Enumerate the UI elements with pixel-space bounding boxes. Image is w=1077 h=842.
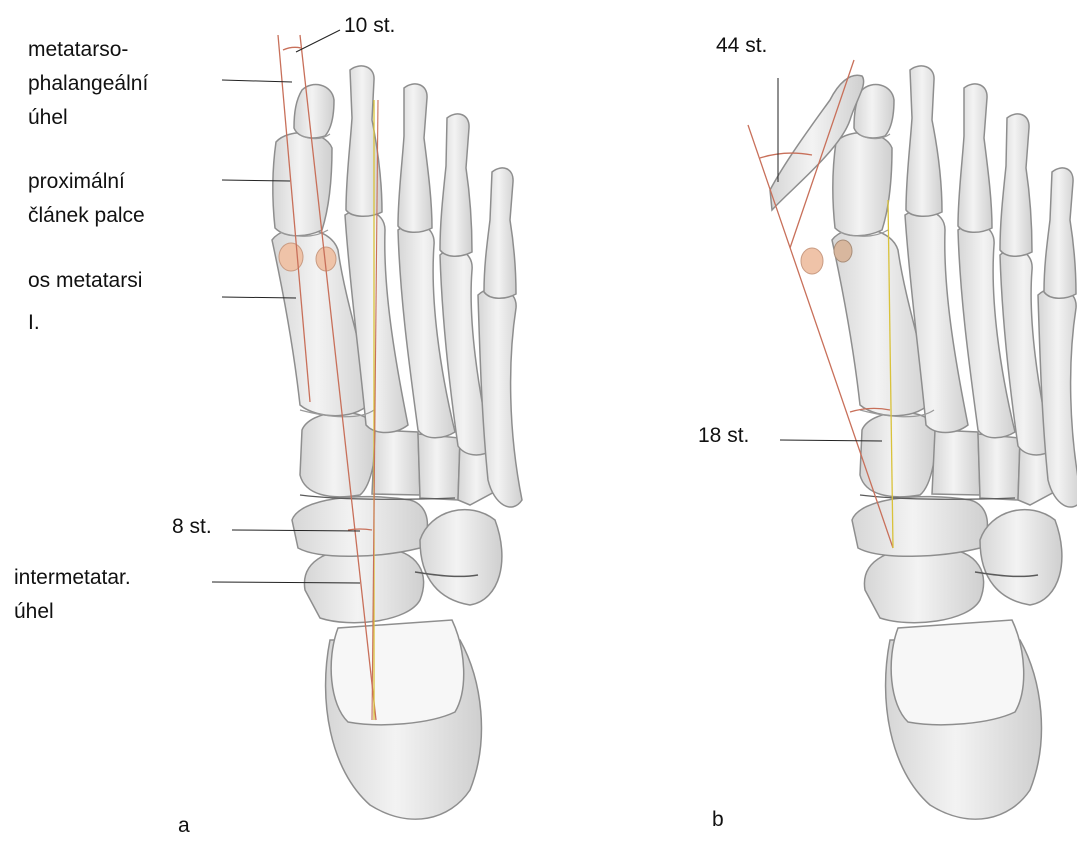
label-metatarsal-a-1: os metatarsi [28,269,142,292]
label-metatarsal-a-2: I. [28,311,40,334]
sesamoid-b-lateral [834,240,852,262]
sesamoid-b-medial [801,248,823,274]
panel-letter-b: b [712,808,724,831]
panel-letter-a: a [178,814,190,837]
arc-mtp-a [283,47,301,50]
label-im-value-a: 8 st. [172,515,212,538]
label-mtp-name-a-1: metatarso- [28,38,128,61]
label-im-name-a-1: intermetatar. [14,566,131,589]
label-im-value-b: 18 st. [698,424,749,447]
leader-mtp-value-a [296,30,340,52]
foot-skeleton-a [272,66,522,819]
panel-a: 10 st. metatarso- phalangeální úhel prox… [14,14,522,837]
label-im-name-a-2: úhel [14,600,54,623]
label-mtp-value-a: 10 st. [344,14,395,37]
label-mtp-name-a-3: úhel [28,106,68,129]
label-mtp-value-b: 44 st. [716,34,767,57]
panel-b: 44 st. 18 st. b [698,34,1077,831]
label-phalanx-a-1: proximální [28,170,125,193]
label-phalanx-a-2: článek palce [28,204,145,227]
label-mtp-name-a-2: phalangeální [28,72,148,95]
sesamoid-a-medial [279,243,303,271]
foot-skeleton-b [832,66,1077,819]
